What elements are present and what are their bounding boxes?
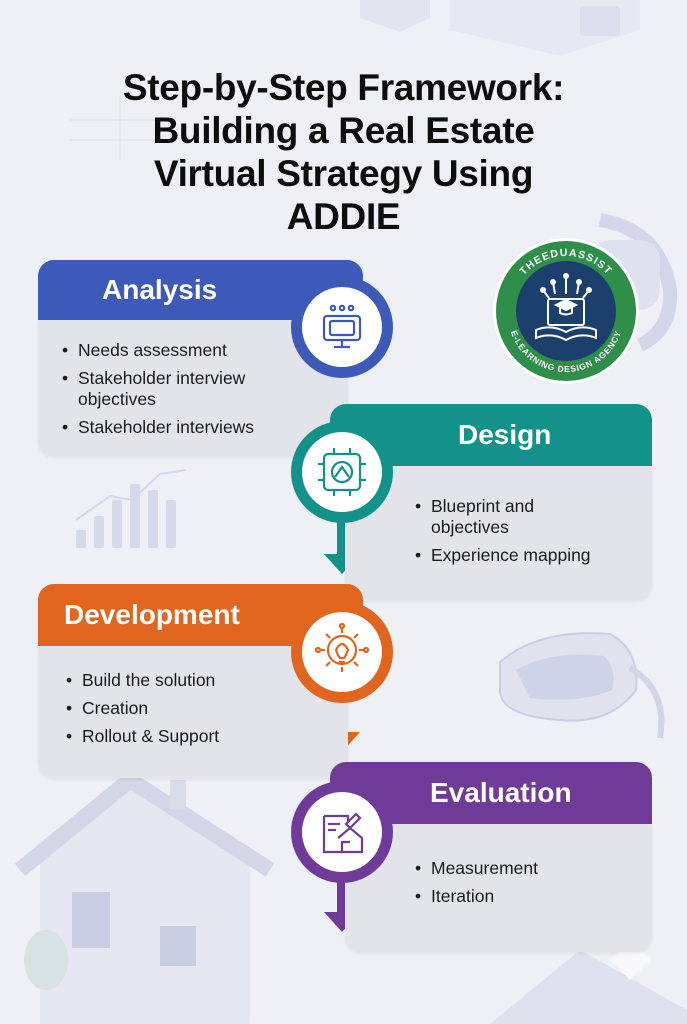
monitor-icon bbox=[322, 304, 362, 349]
phase-body: Measurement Iteration bbox=[345, 824, 652, 952]
phase-node-evaluation bbox=[291, 781, 393, 883]
title-line: Building a Real Estate bbox=[152, 110, 535, 151]
bar-chart-icon bbox=[75, 469, 187, 548]
list-item: Stakeholder interview objectives bbox=[62, 368, 278, 410]
list-item: Blueprint and objectives bbox=[415, 496, 556, 538]
list-item: Build the solution bbox=[66, 670, 296, 691]
list-item: Needs assessment bbox=[62, 340, 292, 361]
phase-title: Evaluation bbox=[430, 777, 572, 808]
grid-pattern bbox=[70, 96, 170, 160]
page-title: Step-by-Step Framework: Building a Real … bbox=[0, 66, 687, 238]
vr-goggles-icon bbox=[499, 632, 665, 739]
graduation-cap-monitor-book-icon bbox=[535, 273, 597, 342]
gear-bulb-icon bbox=[314, 622, 370, 672]
phase-title: Design bbox=[458, 419, 552, 450]
phase-node-analysis bbox=[291, 276, 393, 378]
title-line: ADDIE bbox=[286, 196, 401, 237]
phase-items: Build the solution Creation Rollout & Su… bbox=[66, 670, 296, 754]
list-item: Iteration bbox=[415, 886, 640, 907]
list-item: Rollout & Support bbox=[66, 726, 296, 747]
blueprint-icon bbox=[318, 448, 366, 496]
house-silhouette-icon bbox=[490, 940, 687, 1024]
title-line: Virtual Strategy Using bbox=[153, 153, 534, 194]
house-plan-icon bbox=[322, 812, 364, 854]
list-item: Measurement bbox=[415, 858, 640, 879]
house-illustration bbox=[14, 772, 275, 1024]
phase-title: Development bbox=[64, 599, 240, 630]
title-line: Step-by-Step Framework: bbox=[122, 67, 565, 108]
list-item: Experience mapping bbox=[415, 545, 640, 566]
house-block-icon bbox=[360, 0, 640, 56]
phase-body: Blueprint and objectives Experience mapp… bbox=[345, 466, 652, 600]
phase-title: Analysis bbox=[102, 274, 218, 305]
phase-node-development bbox=[291, 601, 393, 703]
phase-node-design bbox=[291, 421, 393, 523]
phase-items: Measurement Iteration bbox=[415, 858, 640, 914]
phase-items: Needs assessment Stakeholder interview o… bbox=[62, 340, 292, 445]
agency-logo: THEEDUASSIST E-LEARNING DESIGN AGENCY bbox=[493, 238, 639, 384]
list-item: Stakeholder interviews bbox=[62, 417, 292, 438]
list-item: Creation bbox=[66, 698, 296, 719]
phase-items: Blueprint and objectives Experience mapp… bbox=[415, 496, 640, 573]
